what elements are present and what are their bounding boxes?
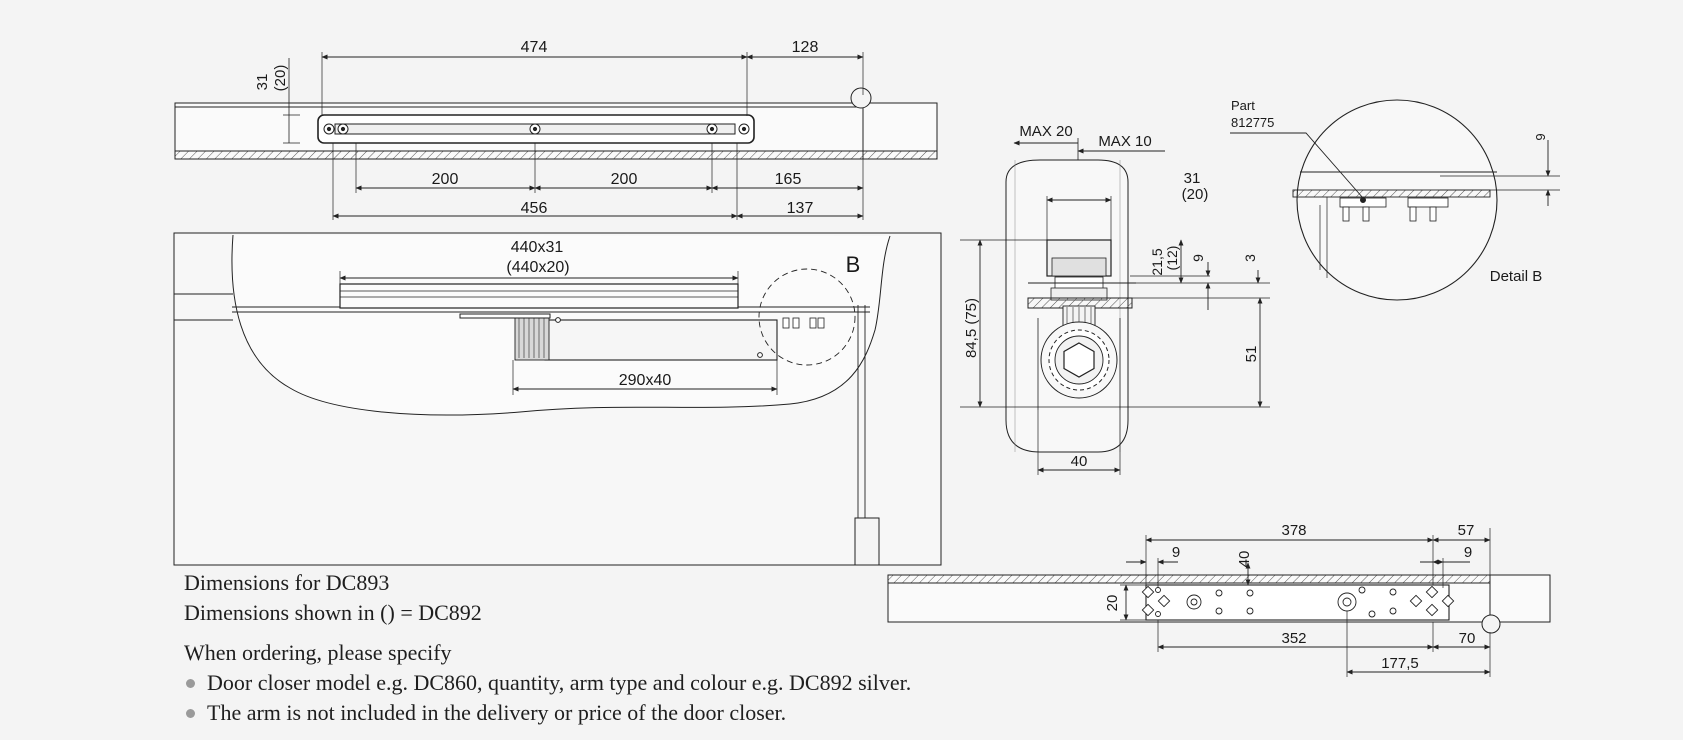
plate-20: 20: [1104, 595, 1121, 612]
detail-9: 9: [1533, 133, 1548, 140]
section-21-5: 21,5: [1149, 248, 1165, 275]
body-dim: 290x40: [619, 372, 672, 389]
list-item: Door closer model e.g. DC860, quantity, …: [184, 668, 911, 698]
section-3: 3: [1242, 254, 1258, 262]
list-item: The arm is not included in the delivery …: [184, 698, 911, 728]
bullet-icon: [186, 679, 195, 688]
detail-b: [1230, 99, 1560, 301]
section-9: 9: [1190, 254, 1206, 262]
plate-40: 40: [1236, 551, 1253, 568]
detail-b-title: Detail B: [1490, 268, 1543, 285]
ordering-list: Door closer model e.g. DC860, quantity, …: [184, 668, 911, 728]
section-51: 51: [1243, 346, 1260, 363]
plate-378: 378: [1281, 522, 1306, 539]
cross-section: [960, 138, 1270, 475]
detail-b-marker: B: [846, 252, 861, 277]
plate-57: 57: [1458, 522, 1475, 539]
dim-200-right: 200: [611, 171, 638, 188]
dim-200-left: 200: [432, 171, 459, 188]
dimensions-for-line: Dimensions for DC893: [184, 570, 390, 595]
dim-474: 474: [521, 39, 548, 56]
part-number: 812775: [1231, 115, 1274, 130]
max-10: MAX 10: [1098, 133, 1151, 150]
plate-352: 352: [1281, 630, 1306, 647]
section-20-paren: (20): [1182, 186, 1209, 203]
notes-block: Dimensions for DC893 Dimensions shown in…: [184, 568, 911, 728]
max-20: MAX 20: [1019, 123, 1072, 140]
section-84-5: 84,5 (75): [963, 298, 980, 358]
section-40: 40: [1071, 453, 1088, 470]
section-12-paren: (12): [1164, 246, 1180, 271]
bullet-icon: [186, 709, 195, 718]
top-view: [174, 52, 938, 220]
plate-177-5: 177,5: [1381, 655, 1419, 672]
plate-70: 70: [1459, 630, 1476, 647]
dim-456: 456: [521, 200, 548, 217]
channel-dim-1: 440x31: [511, 239, 564, 256]
dim-128: 128: [792, 39, 819, 56]
part-label: Part: [1231, 98, 1255, 113]
plate-9-right: 9: [1464, 544, 1472, 561]
dim-31: 31: [254, 74, 271, 91]
dim-137: 137: [787, 200, 814, 217]
plate-9-left: 9: [1172, 544, 1180, 561]
mounting-plate: [887, 528, 1551, 677]
list-item-text: The arm is not included in the delivery …: [207, 700, 787, 725]
dim-165: 165: [775, 171, 802, 188]
ordering-heading: When ordering, please specify: [184, 640, 452, 665]
side-elevation: [173, 232, 942, 566]
dim-20-paren: (20): [272, 65, 289, 92]
dimensions-shown-line: Dimensions shown in () = DC892: [184, 600, 482, 625]
list-item-text: Door closer model e.g. DC860, quantity, …: [207, 670, 912, 695]
section-31: 31: [1184, 170, 1201, 187]
channel-dim-2: (440x20): [506, 259, 569, 276]
